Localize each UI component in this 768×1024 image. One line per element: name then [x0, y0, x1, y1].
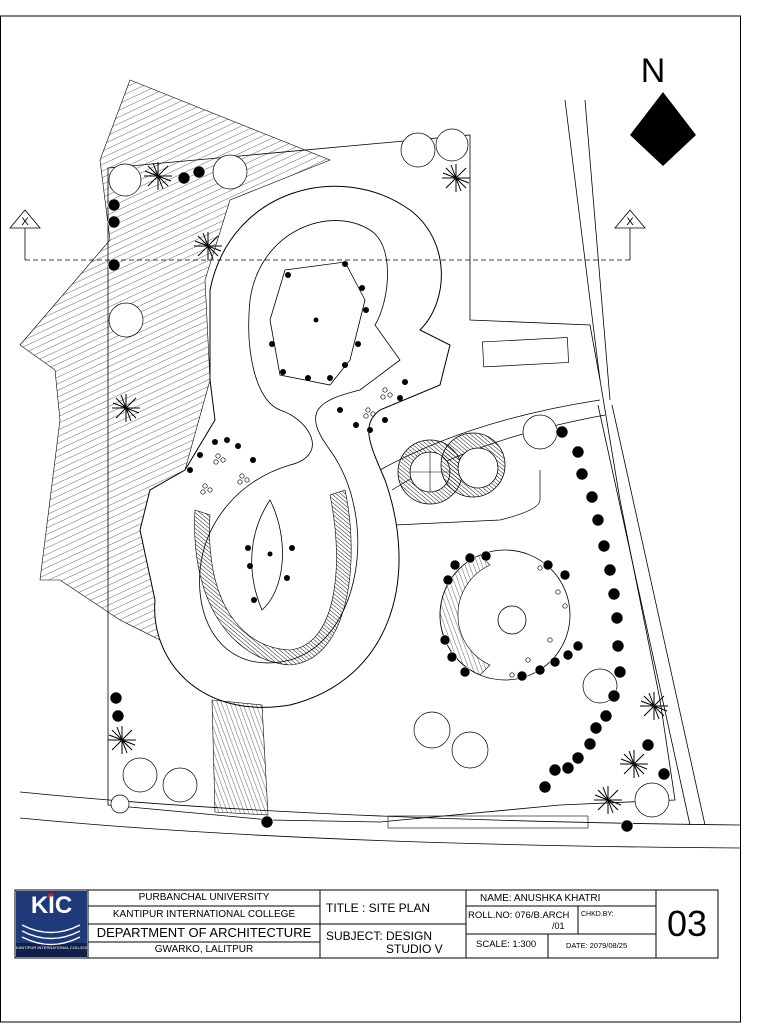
- parking-strip: [387, 815, 589, 829]
- logo-caption: KANTIPUR INTERNATIONAL COLLEGE: [16, 946, 87, 950]
- student-name: NAME: ANUSHKA KHATRI: [480, 893, 601, 904]
- bench-east: [482, 337, 569, 368]
- tree-branching: [108, 162, 668, 814]
- department-name: DEPARTMENT OF ARCHITECTURE: [96, 925, 312, 940]
- tree-canopies: [108, 128, 670, 818]
- circular-plaza: [439, 549, 571, 681]
- section-mark-left: X: [21, 216, 29, 228]
- roll-number-line-1: ROLL.NO: 076/B.ARCH: [468, 910, 570, 921]
- terrain-hatch: [19, 79, 331, 641]
- university-name: PURBANCHAL UNIVERSITY: [138, 892, 270, 903]
- drawing-scale: SCALE: 1:300: [476, 939, 537, 950]
- title-block: [14, 889, 719, 959]
- subject-line-2: STUDIO V: [386, 942, 443, 956]
- logo-text: KIC: [30, 892, 73, 919]
- seating-clusters: [200, 387, 568, 678]
- section-mark-right: X: [626, 216, 634, 228]
- courtyard-plants: [187, 261, 408, 603]
- college-logo: [16, 891, 87, 957]
- college-name: KANTIPUR INTERNATIONAL COLLEGE: [112, 909, 296, 920]
- drawing-date: DATE: 2079/08/25: [566, 941, 628, 950]
- north-arrow-icon: [630, 92, 696, 166]
- section-line: [9, 209, 646, 261]
- lower-courtyard-lens: [251, 499, 283, 611]
- road-east: [564, 99, 706, 826]
- upper-courtyard-center: [313, 317, 319, 323]
- sheet-border: [0, 15, 741, 1023]
- sheet-number: 03: [666, 903, 708, 944]
- north-label: N: [641, 52, 666, 90]
- shrubs: [107, 165, 671, 833]
- upper-courtyard: [269, 261, 366, 386]
- checked-by: CHKD.BY:: [581, 911, 614, 918]
- road-south: [19, 791, 741, 849]
- entrance-drums: [397, 432, 506, 505]
- subject-line-1: SUBJECT: DESIGN: [326, 929, 433, 943]
- college-location: GWARKO, LALITPUR: [154, 944, 254, 955]
- access-path: [211, 699, 269, 816]
- lower-courtyard-center: [267, 551, 273, 557]
- roll-number-line-2: /01: [552, 921, 565, 931]
- drawing-title: TITLE : SITE PLAN: [326, 901, 431, 915]
